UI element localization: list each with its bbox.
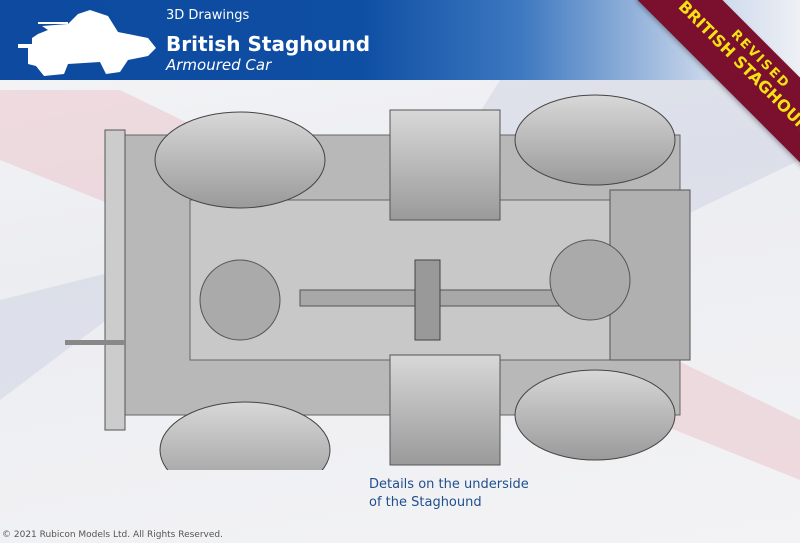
- header-title: British Staghound: [166, 32, 371, 56]
- armoured-car-silhouette-icon: [18, 10, 156, 76]
- caption-line1: Details on the underside: [369, 477, 529, 492]
- image-caption: Details on the underside of the Staghoun…: [369, 476, 529, 512]
- copyright-footer: © 2021 Rubicon Models Ltd. All Rights Re…: [2, 530, 223, 540]
- header-caption: Armoured Car: [166, 56, 272, 74]
- header-subtitle: 3D Drawings: [166, 8, 250, 23]
- caption-line2: of the Staghound: [369, 495, 482, 510]
- staghound-underside-render: [65, 94, 691, 470]
